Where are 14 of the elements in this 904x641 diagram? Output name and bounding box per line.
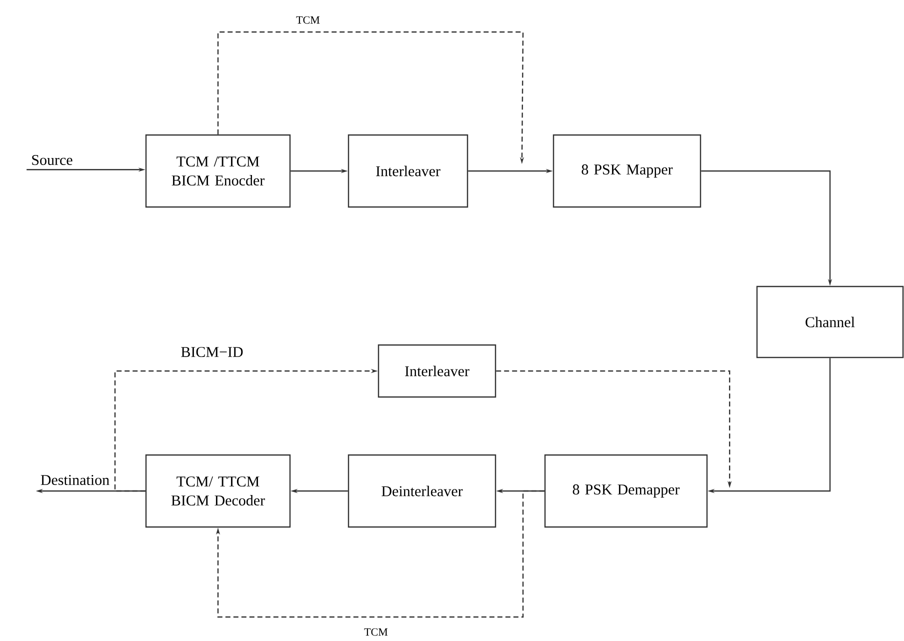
node-label: Destination (40, 474, 110, 486)
edge-label: TCM (363, 627, 389, 637)
edge-label: TCM (295, 15, 321, 25)
process-box: Interleaver (348, 134, 468, 208)
process-box: TCM /TTCM BICM Enocder (145, 134, 291, 208)
process-box: 8 PSK Mapper (552, 134, 702, 208)
node-label: Source (32, 154, 72, 166)
arrow (216, 490, 544, 618)
process-box: TCM/ TTCM BICM Decoder (145, 454, 291, 528)
process-box: 8 PSK Demapper (544, 454, 708, 528)
process-box: Channel (756, 286, 904, 358)
process-box: Interleaver (378, 344, 496, 398)
edge-label: BICM−ID (180, 346, 244, 358)
process-box: Deinterleaver (348, 454, 496, 528)
